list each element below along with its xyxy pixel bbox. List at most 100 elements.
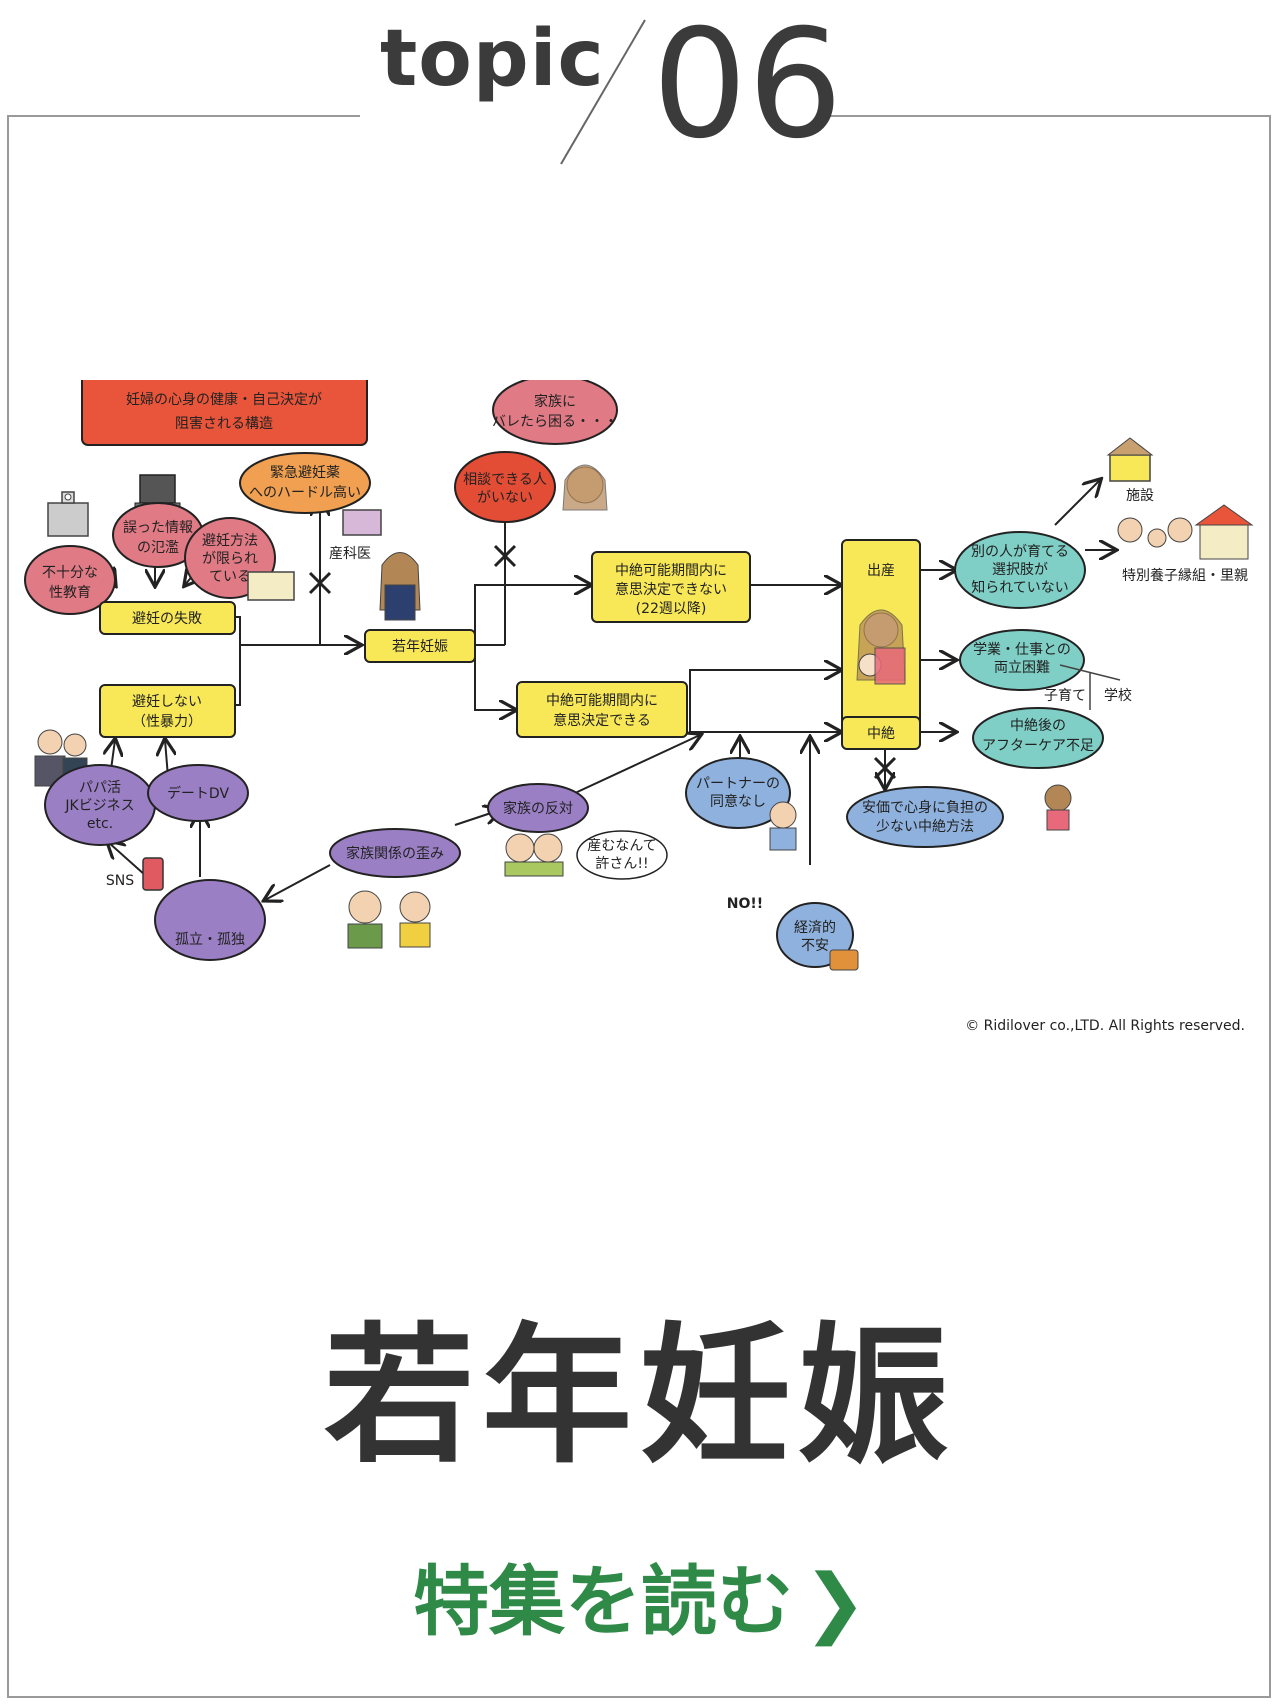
partner-disagree-line-1: パートナーの bbox=[696, 776, 780, 792]
nobody-to-consult-line-2: がいない bbox=[477, 490, 533, 506]
papakatsu-line-1: パパ活 bbox=[79, 780, 121, 796]
clinic-icon bbox=[342, 509, 382, 536]
facility-icon bbox=[1106, 437, 1154, 482]
pregnant-girl-illustration bbox=[379, 552, 421, 621]
cannot-decide-line-3: (22週以降) bbox=[636, 601, 707, 617]
copyright-text: © Ridilover co.,LTD. All Rights reserved… bbox=[965, 1018, 1245, 1034]
read-feature-label[interactable]: 特集を読む bbox=[413, 1557, 794, 1646]
family-fear-line-2: バレたら困る・・・ bbox=[492, 414, 618, 430]
economic-line-2: 不安 bbox=[801, 938, 829, 954]
family-distortion-label: 家族関係の歪み bbox=[346, 845, 444, 862]
misinfo-line-1: 誤った情報 bbox=[123, 520, 193, 536]
refusing-partner-illustration bbox=[769, 801, 797, 851]
cannot-decide-line-2: 意思決定できない bbox=[615, 581, 727, 598]
phone-icon bbox=[142, 857, 164, 891]
node-safe-method bbox=[846, 786, 1004, 848]
economic-line-1: 経済的 bbox=[794, 920, 836, 936]
incomplete-edu-line-1: 不十分な bbox=[42, 565, 98, 581]
teen-pregnancy-label: 若年妊娠 bbox=[392, 639, 448, 655]
no-contraception-line-2: （性暴力） bbox=[132, 714, 202, 730]
legend-line-1: 妊婦の心身の健康・自己決定が bbox=[126, 391, 322, 408]
emergency-pill-line-1: 緊急避妊薬 bbox=[270, 465, 340, 481]
node-contraception-failure bbox=[99, 601, 236, 635]
block-marks bbox=[308, 544, 897, 780]
other-raise-line-3: 知られていない bbox=[971, 579, 1069, 596]
safe-method-line-2: 少ない中絶方法 bbox=[876, 819, 974, 835]
papakatsu-line-3: etc. bbox=[87, 816, 113, 832]
legend-box bbox=[81, 380, 368, 446]
sns-label: SNS bbox=[106, 873, 134, 889]
safe-method-line-1: 安価で心身に負担の bbox=[862, 800, 988, 816]
no-birth-line-2: 許さん!! bbox=[595, 856, 648, 872]
sad-girl-illustration bbox=[1044, 784, 1072, 831]
no-birth-line-1: 産むなんて bbox=[587, 838, 656, 854]
topic-number: 06 bbox=[652, 0, 843, 172]
topic-slash bbox=[560, 19, 646, 165]
family-argument-illustration bbox=[347, 890, 431, 949]
main-title: 若年妊娠 bbox=[323, 1310, 956, 1484]
no-contraception-line-1: 避妊しない bbox=[132, 694, 202, 710]
school-icon bbox=[47, 491, 89, 537]
wallet-icon bbox=[829, 949, 859, 971]
read-feature-link[interactable]: 特集を読む❯ bbox=[0, 1540, 1280, 1650]
abortion-label: 中絶 bbox=[867, 726, 895, 742]
node-can-decide bbox=[516, 681, 688, 738]
other-raise-line-2: 選択肢が bbox=[992, 562, 1048, 578]
node-incomplete-edu bbox=[24, 545, 116, 615]
structure-diagram: 妊婦の心身の健康・自己決定が 阻害される構造 不十分な 性教育 誤った情報 の氾… bbox=[24, 380, 1254, 1034]
node-nobody-to-consult bbox=[454, 451, 556, 523]
adoption-label: 特別養子縁組・里親 bbox=[1122, 567, 1248, 584]
node-cannot-decide bbox=[591, 551, 751, 623]
node-emergency-pill bbox=[239, 452, 371, 514]
angry-parents-illustration bbox=[504, 833, 564, 877]
family-fear-line-1: 家族に bbox=[534, 393, 576, 410]
node-abortion bbox=[841, 716, 921, 750]
aftercare-line-2: アフターケア不足 bbox=[982, 738, 1094, 754]
contraception-failure-label: 避妊の失敗 bbox=[132, 611, 202, 627]
can-decide-line-1: 中絶可能期間内に bbox=[546, 693, 658, 709]
speech-bubble-no-birth bbox=[576, 830, 668, 880]
node-family-opposition bbox=[487, 783, 589, 833]
emergency-pill-line-2: へのハードル高い bbox=[249, 484, 361, 501]
node-partner-disagree bbox=[685, 757, 791, 829]
balance-line-2: 両立困難 bbox=[994, 660, 1050, 676]
cannot-decide-line-1: 中絶可能期間内に bbox=[615, 563, 727, 579]
node-balance bbox=[959, 629, 1085, 691]
papakatsu-line-2: JKビジネス bbox=[64, 798, 134, 814]
node-teen-pregnancy bbox=[364, 629, 476, 663]
node-isolation bbox=[154, 879, 266, 961]
misinfo-line-2: の氾濫 bbox=[137, 540, 179, 556]
chevron-right-icon[interactable]: ❯ bbox=[803, 1557, 867, 1646]
legend-line-2: 阻害される構造 bbox=[175, 416, 273, 432]
date-dv-label: デートDV bbox=[167, 785, 230, 802]
balance-scale-icon bbox=[1059, 664, 1121, 710]
node-date-dv bbox=[147, 764, 249, 822]
family-opposition-label: 家族の反対 bbox=[503, 800, 573, 817]
no-label: NO!! bbox=[727, 896, 763, 912]
partner-disagree-line-2: 同意なし bbox=[710, 793, 766, 810]
limited-methods-line-2: が限られ bbox=[202, 551, 258, 567]
childcare-tag: 子育て bbox=[1044, 688, 1086, 704]
aftercare-line-1: 中絶後の bbox=[1010, 718, 1066, 734]
pill-pack-icon bbox=[247, 571, 295, 601]
adoptive-family-illustration bbox=[1117, 504, 1254, 560]
node-no-contraception bbox=[99, 684, 236, 738]
mother-baby-illustration bbox=[856, 609, 906, 685]
topic-label: topic bbox=[380, 14, 605, 104]
other-raise-line-1: 別の人が育てる bbox=[971, 544, 1069, 560]
limited-methods-line-3: ている bbox=[209, 569, 251, 585]
nobody-to-consult-line-1: 相談できる人 bbox=[463, 472, 547, 488]
limited-methods-line-1: 避妊方法 bbox=[202, 533, 258, 549]
worried-girl-illustration bbox=[562, 464, 608, 511]
facility-label: 施設 bbox=[1126, 488, 1154, 504]
incomplete-edu-line-2: 性教育 bbox=[49, 585, 91, 601]
clinic-label: 産科医 bbox=[329, 546, 371, 562]
balance-line-1: 学業・仕事との bbox=[973, 642, 1071, 658]
can-decide-line-2: 意思決定できる bbox=[553, 712, 651, 729]
node-aftercare bbox=[972, 707, 1104, 769]
school-tag: 学校 bbox=[1104, 687, 1132, 704]
birth-label: 出産 bbox=[867, 563, 895, 579]
node-family-distortion bbox=[329, 828, 461, 878]
node-other-raise bbox=[954, 531, 1086, 609]
isolation-label: 孤立・孤独 bbox=[175, 932, 245, 948]
